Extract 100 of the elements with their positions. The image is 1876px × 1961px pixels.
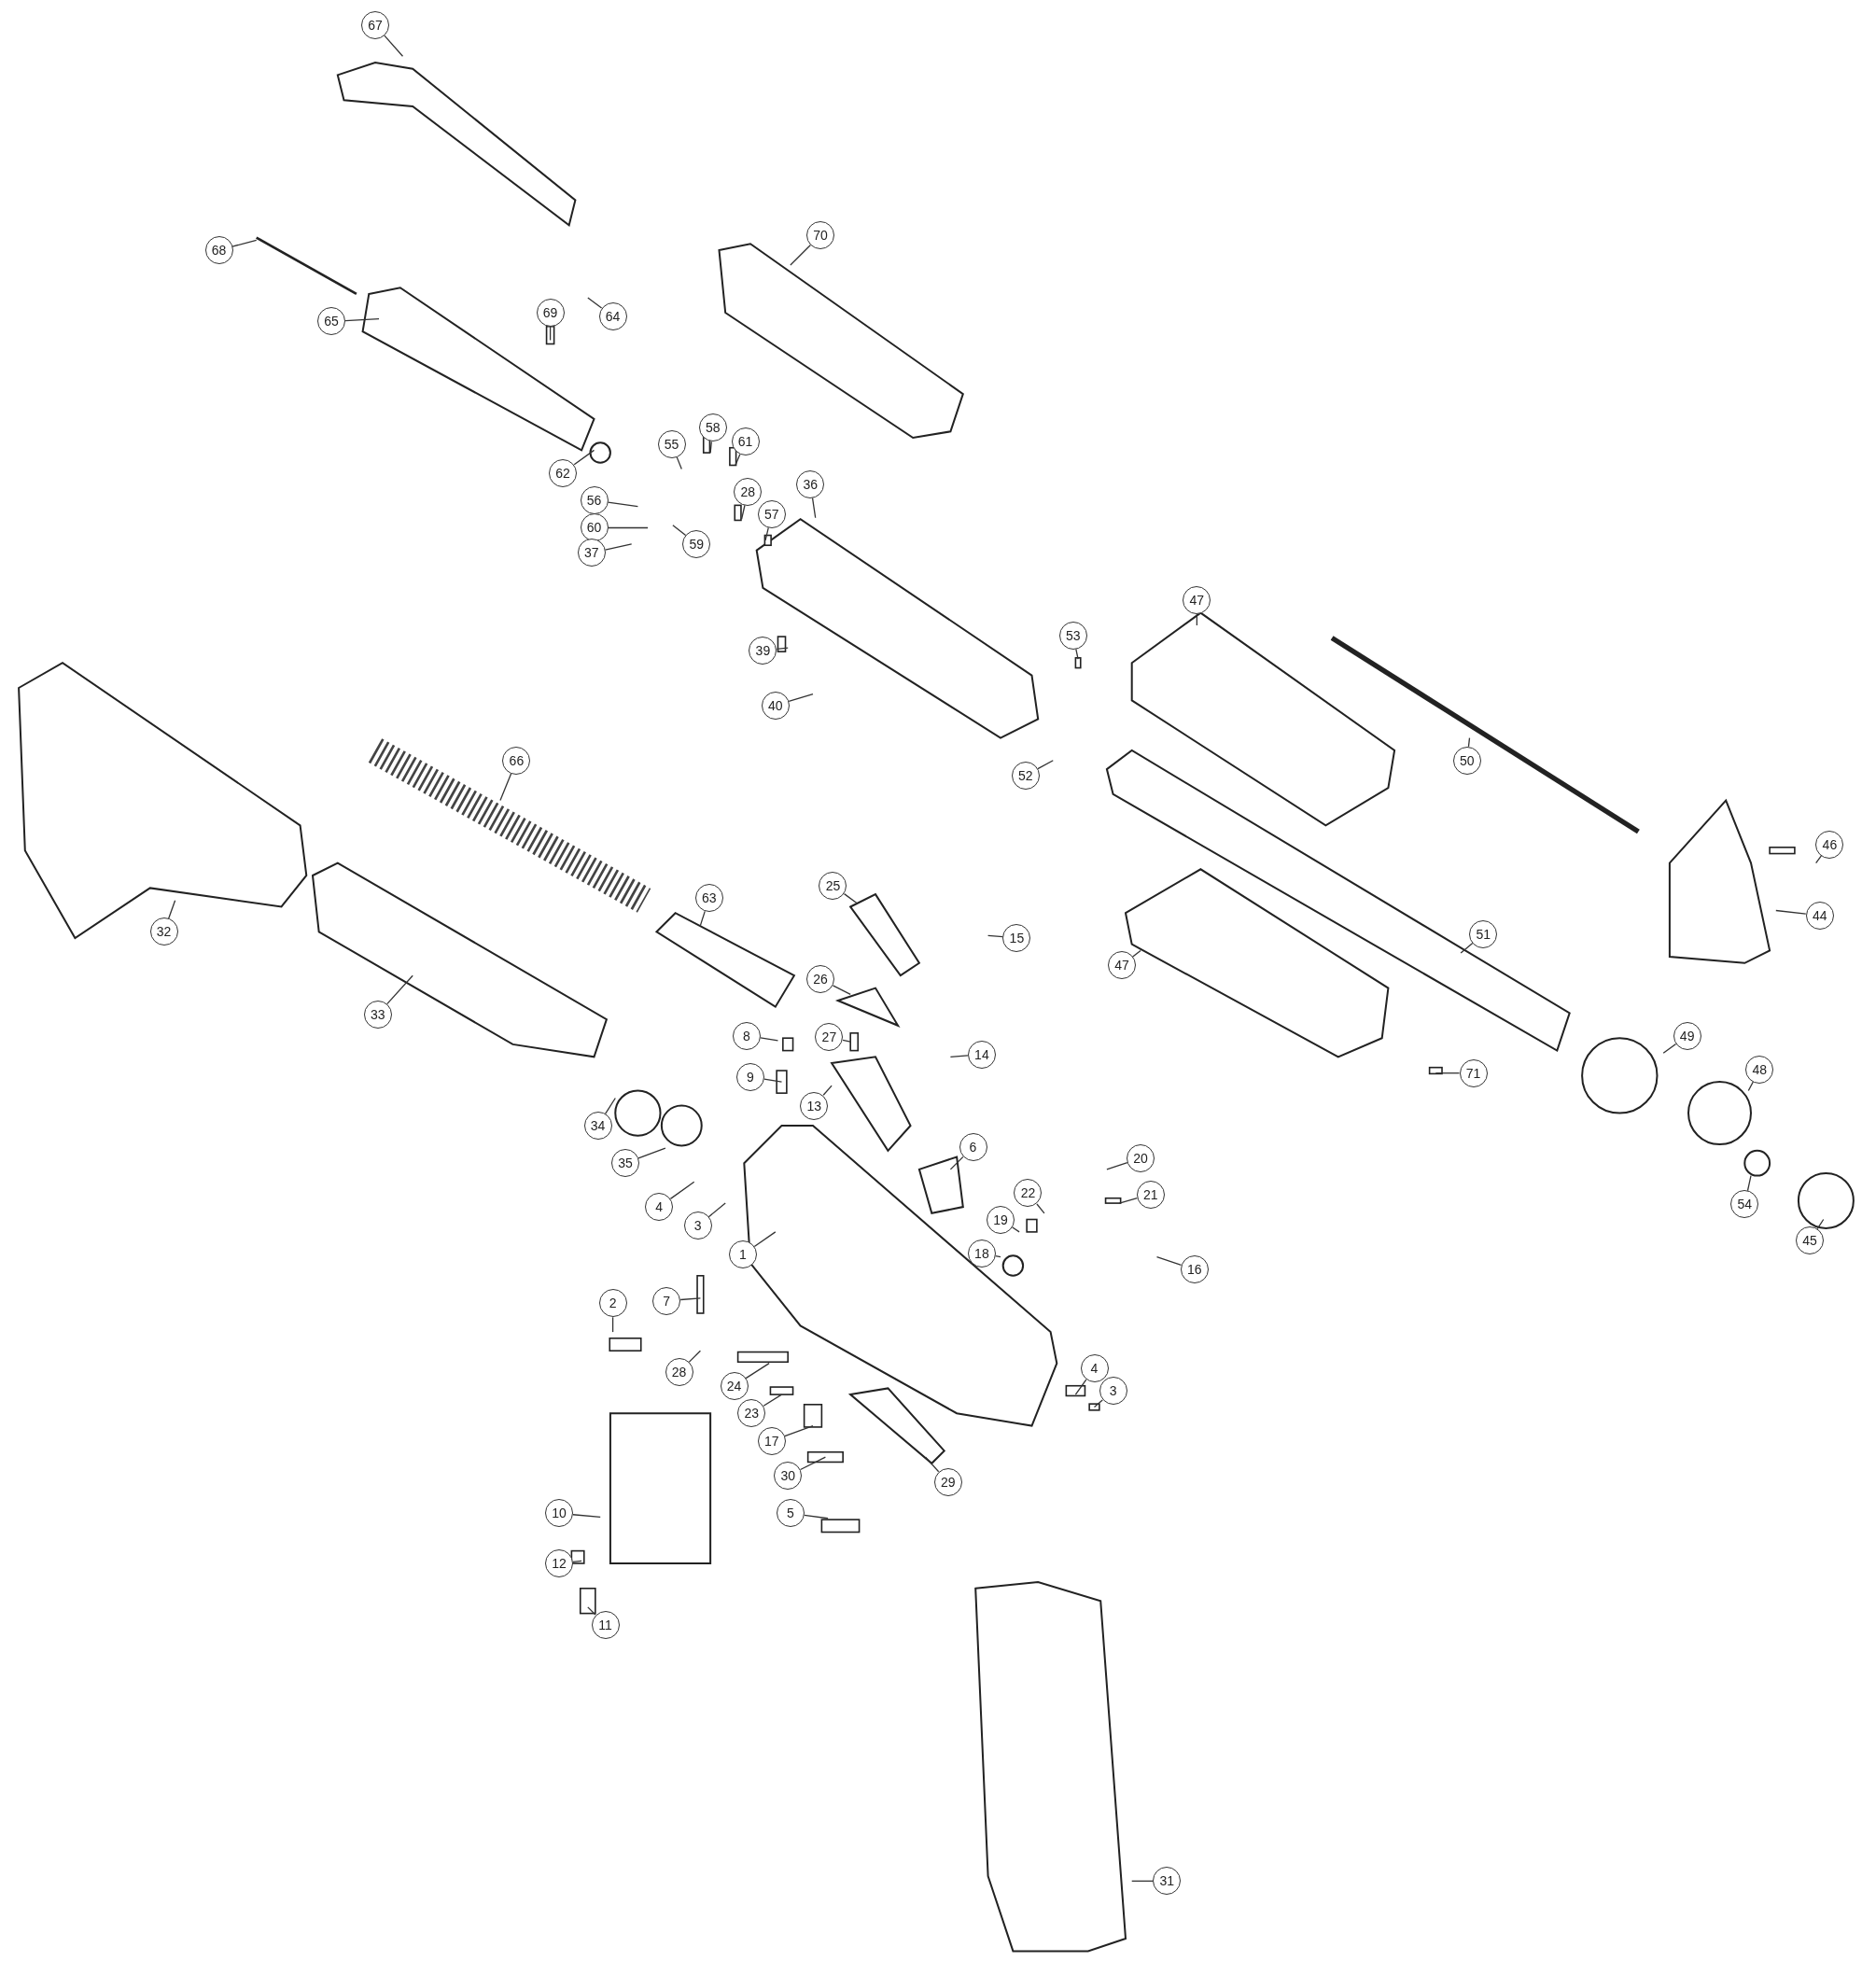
- callout-number: 19: [987, 1205, 1015, 1234]
- leader-line: [804, 1514, 829, 1520]
- callout-number: 16: [1180, 1255, 1209, 1284]
- leader-line: [760, 1037, 779, 1042]
- callout-number: 18: [967, 1239, 996, 1268]
- callout-number: 22: [1014, 1179, 1043, 1208]
- leader-line: [740, 504, 746, 520]
- leader-line: [1815, 854, 1823, 864]
- callout-number: 7: [652, 1286, 681, 1315]
- leader-line: [587, 1606, 596, 1616]
- leader-line: [386, 974, 413, 1005]
- leader-line: [709, 441, 712, 454]
- leader-line: [607, 501, 639, 508]
- leader-line: [637, 1147, 666, 1159]
- callout-number: 35: [611, 1149, 639, 1178]
- leader-line: [344, 318, 380, 322]
- callout-number: 46: [1815, 830, 1844, 859]
- leader-line: [688, 1350, 702, 1363]
- leader-line: [799, 1456, 827, 1471]
- leader-line: [763, 1078, 783, 1083]
- leader-line: [949, 1055, 969, 1058]
- callout-number: 50: [1452, 746, 1481, 775]
- leader-line: [994, 1254, 1001, 1258]
- callout-number: 36: [796, 469, 825, 498]
- callout-number: 47: [1183, 586, 1211, 615]
- callout-number: 2: [598, 1289, 627, 1318]
- callout-number: 39: [749, 636, 777, 665]
- callout-number: 64: [598, 302, 627, 330]
- leader-line: [1662, 1043, 1677, 1054]
- callout-number: 11: [591, 1610, 620, 1639]
- callout-number: 26: [806, 965, 835, 994]
- leader-line: [1746, 1174, 1752, 1192]
- callout-number: 44: [1805, 901, 1834, 930]
- callout-number: 33: [363, 1000, 392, 1029]
- leader-line: [676, 456, 682, 470]
- callout-number: 23: [737, 1399, 766, 1428]
- callout-number: 13: [800, 1091, 829, 1120]
- callout-number: 6: [959, 1132, 987, 1161]
- callout-number: 70: [806, 220, 835, 249]
- leader-line: [949, 1156, 964, 1170]
- callout-number: 40: [761, 691, 790, 720]
- callout-number: 9: [736, 1062, 764, 1091]
- callout-number: 12: [544, 1549, 573, 1577]
- callout-number: 60: [580, 513, 609, 542]
- leader-line: [822, 1085, 833, 1096]
- leader-line: [604, 1097, 616, 1114]
- leader-line: [1106, 1161, 1128, 1170]
- callout-number: 61: [731, 427, 760, 455]
- callout-number: 48: [1745, 1055, 1774, 1084]
- leader-line: [499, 772, 512, 802]
- callout-number: 21: [1136, 1180, 1165, 1209]
- leader-line: [669, 1181, 695, 1200]
- leader-line: [384, 35, 404, 57]
- callout-number: 1: [728, 1240, 757, 1268]
- callout-number: 3: [683, 1212, 712, 1240]
- leader-line: [604, 543, 633, 551]
- leader-line: [1011, 1226, 1020, 1233]
- callout-number: 32: [149, 917, 178, 946]
- leader-line: [735, 454, 741, 467]
- callout-number: 3: [1099, 1377, 1127, 1406]
- leader-line: [1131, 1880, 1154, 1882]
- leader-line: [753, 1231, 777, 1248]
- leader-line: [572, 1514, 601, 1519]
- callout-number: 25: [819, 871, 847, 900]
- leader-line: [679, 1297, 702, 1301]
- callout-number: 24: [720, 1371, 749, 1400]
- callout-number: 57: [757, 499, 786, 528]
- leader-line: [987, 934, 1004, 938]
- leader-line: [707, 1202, 726, 1218]
- callout-number: 17: [757, 1426, 786, 1455]
- callout-number: 59: [682, 529, 711, 558]
- callout-number: 31: [1153, 1867, 1182, 1896]
- callout-number: 27: [815, 1022, 844, 1051]
- leader-line: [1816, 1218, 1825, 1230]
- leader-line: [672, 525, 687, 537]
- callout-number: 56: [580, 486, 609, 514]
- callout-number: 54: [1730, 1190, 1759, 1219]
- callout-number: 53: [1058, 621, 1087, 650]
- callout-number: 30: [774, 1462, 803, 1491]
- callout-number: 47: [1107, 951, 1136, 980]
- callout-number: 51: [1469, 919, 1498, 948]
- callout-number: 37: [577, 539, 606, 567]
- callout-number: 20: [1127, 1143, 1155, 1172]
- callout-number: 52: [1011, 761, 1040, 790]
- callout-number: 58: [698, 413, 727, 442]
- callout-number: 4: [645, 1193, 674, 1222]
- leader-line: [607, 526, 649, 529]
- leader-line: [1074, 1379, 1087, 1395]
- leader-line: [1775, 909, 1807, 915]
- leader-line: [1747, 1081, 1754, 1092]
- leader-line: [1037, 760, 1054, 770]
- callout-number: 45: [1795, 1226, 1824, 1255]
- callout-number: 10: [544, 1499, 573, 1528]
- callout-number: 28: [665, 1357, 693, 1386]
- leader-line: [811, 497, 817, 519]
- leader-line: [790, 244, 812, 266]
- callout-number: 29: [933, 1467, 962, 1496]
- leader-line: [1093, 1399, 1103, 1408]
- leader-line: [1435, 1072, 1461, 1074]
- leader-line: [832, 985, 851, 995]
